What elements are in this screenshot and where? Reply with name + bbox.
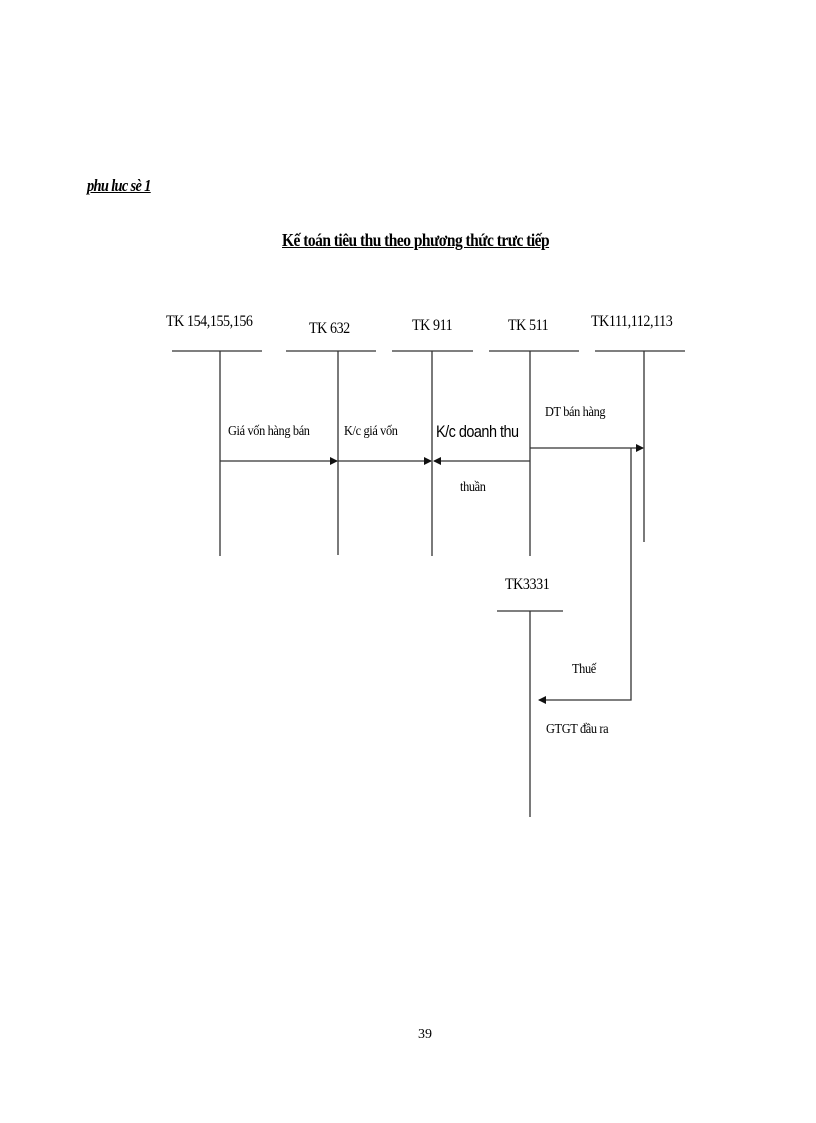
flow-label-transfer-cost: K/c giá vốn xyxy=(344,424,398,439)
page-number: 39 xyxy=(418,1027,432,1042)
appendix-label: phu luc sè 1 xyxy=(87,176,151,195)
flow-label-output-vat: GTGT đầu ra xyxy=(546,722,609,737)
flow-label-sales-revenue: DT bán hàng xyxy=(545,405,606,420)
account-label-tk111: TK111,112,113 xyxy=(591,313,673,330)
flow-label-net: thuần xyxy=(460,480,486,495)
account-label-tk154: TK 154,155,156 xyxy=(166,313,253,330)
account-label-tk511: TK 511 xyxy=(508,317,549,334)
account-label-tk632: TK 632 xyxy=(309,320,350,337)
account-label-tk911: TK 911 xyxy=(412,317,453,334)
page-title: Kế toán tiêu thu theo phương thức trưc t… xyxy=(282,230,550,250)
flow-label-tax: Thuế xyxy=(572,662,596,677)
account-label-tk3331: TK3331 xyxy=(505,576,550,593)
flow-label-transfer-revenue: K/c doanh thu xyxy=(436,422,519,441)
flow-label-cost-of-goods: Giá vốn hàng bán xyxy=(228,424,310,439)
